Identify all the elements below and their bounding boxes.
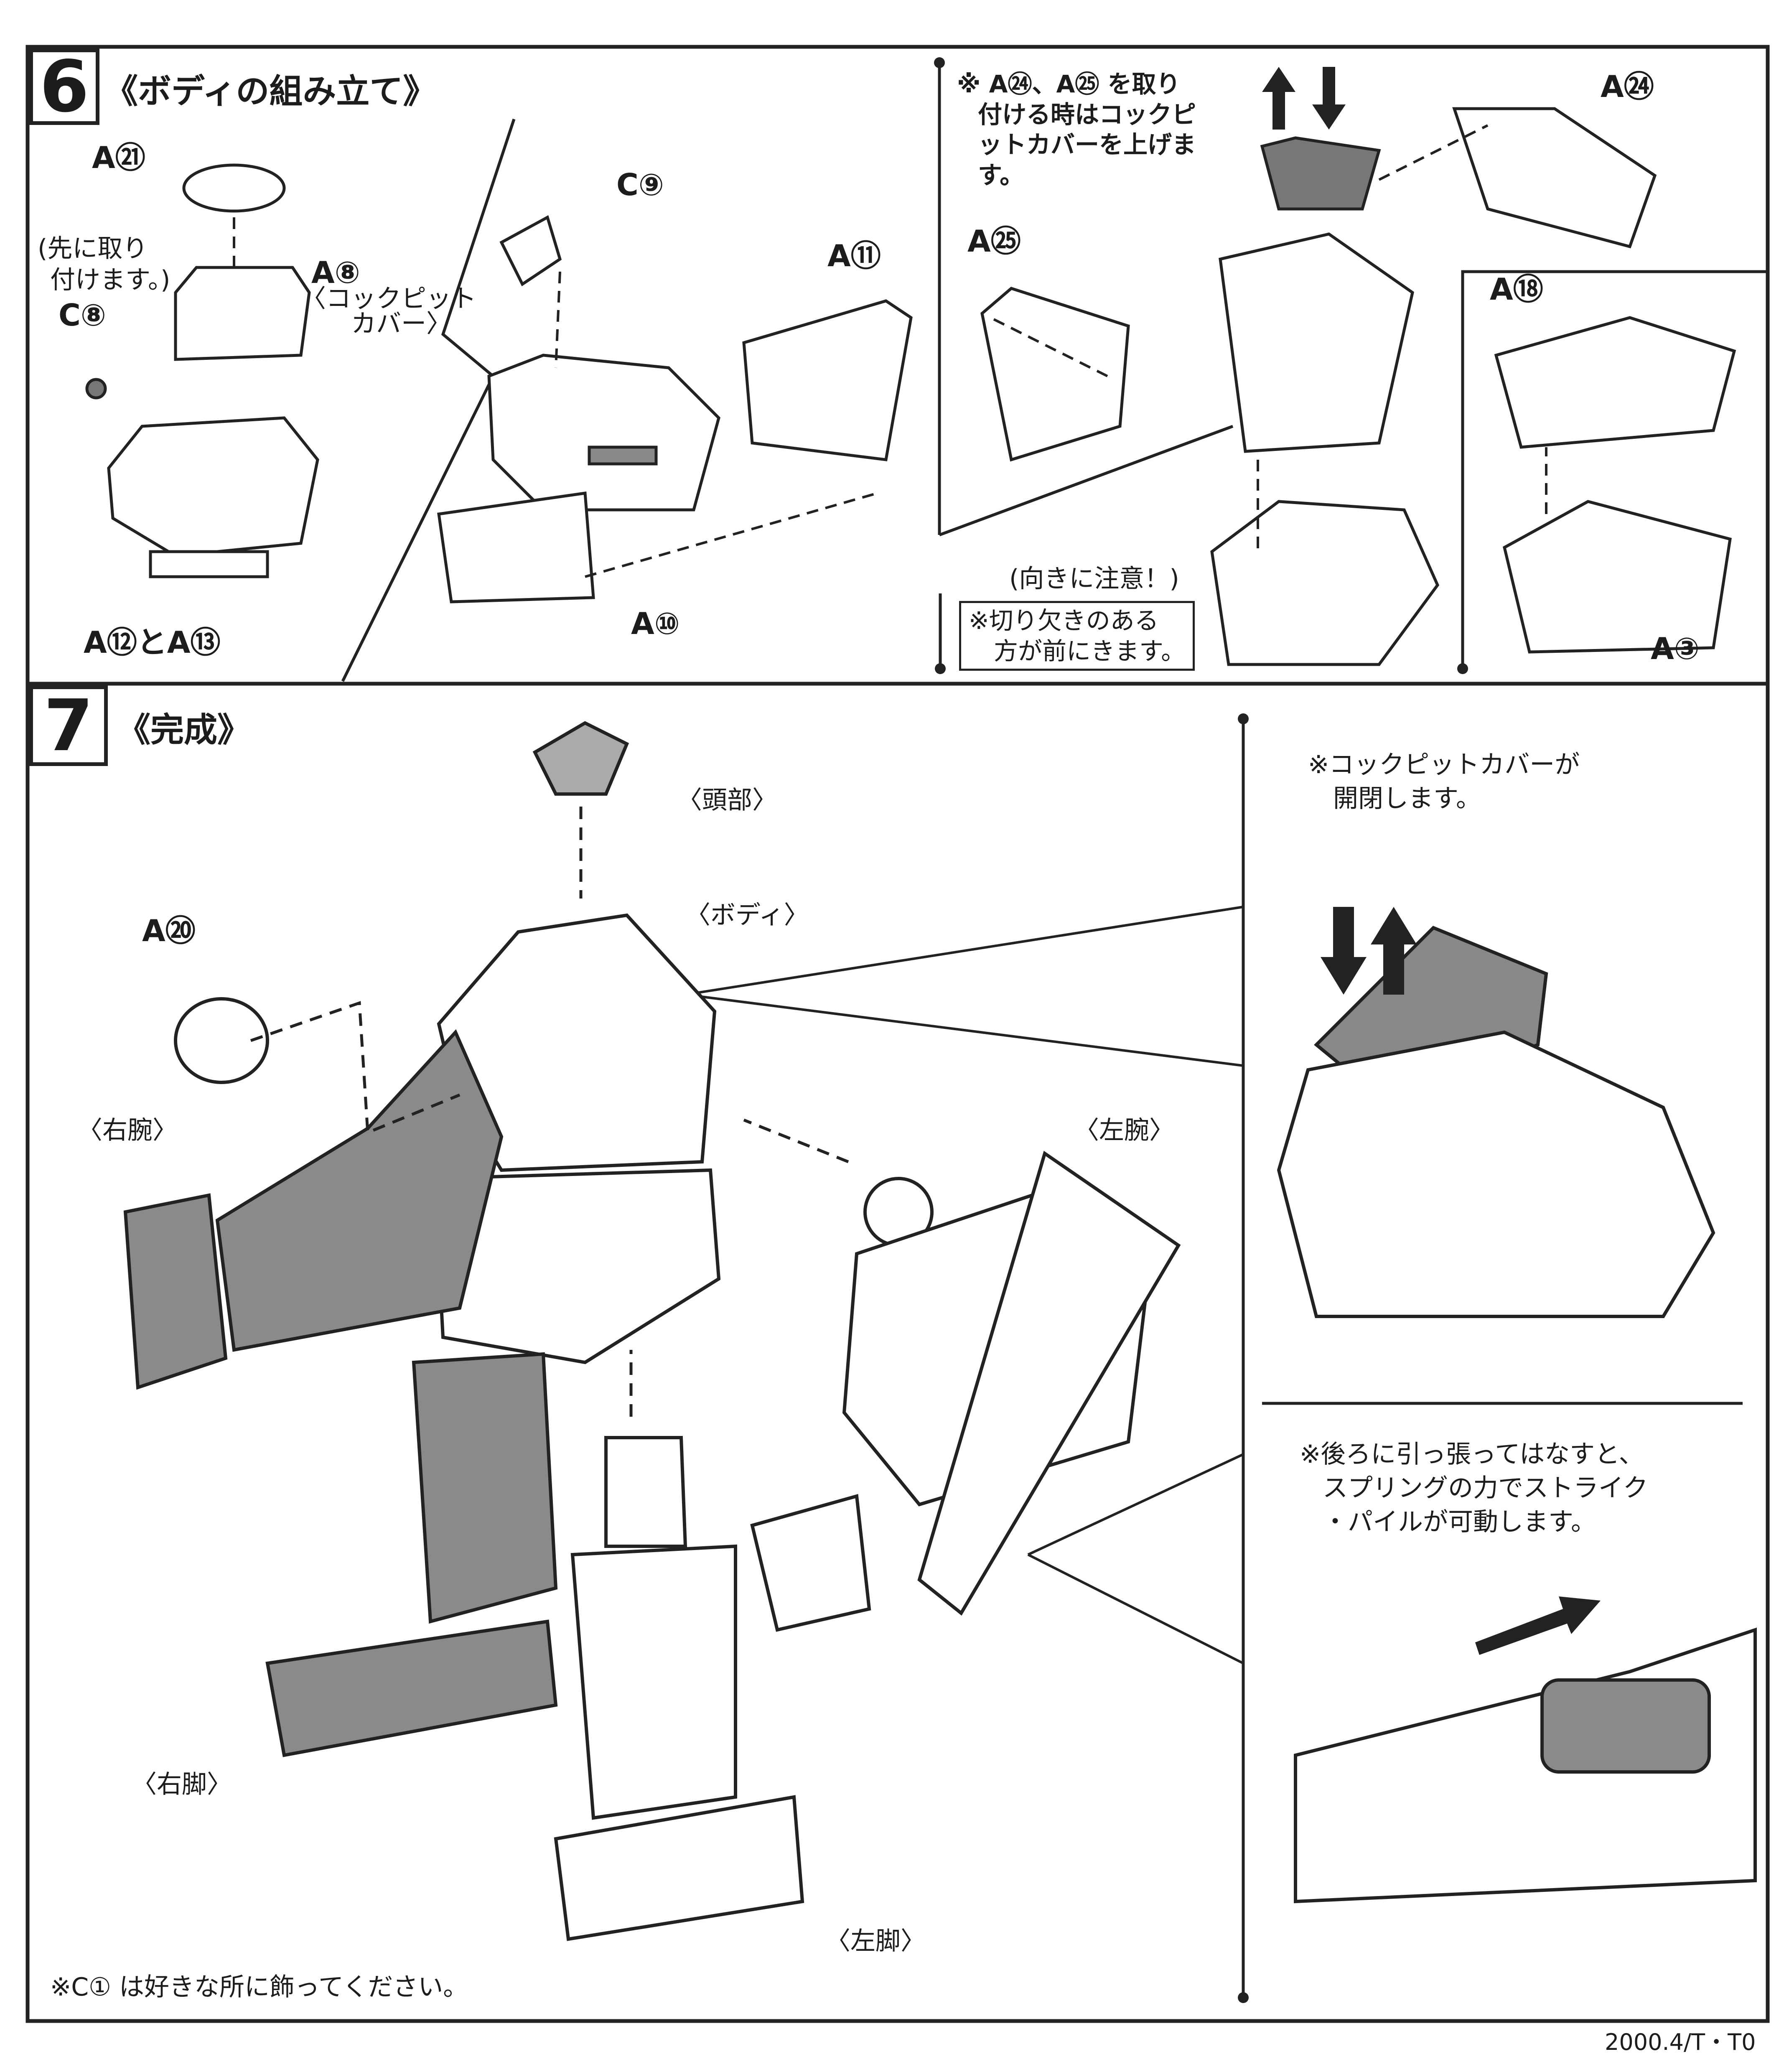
note-line: ※切り欠きのある	[969, 606, 1159, 635]
part-label-a8: A⑧	[311, 255, 360, 290]
part-label-a3: A③	[1651, 631, 1700, 666]
left-leg-label: 〈左脚〉	[825, 1927, 926, 1956]
cockpit-cover-label-2: カバー〉	[351, 309, 451, 339]
note-line: 付ける時はコックピ	[978, 100, 1196, 129]
a24-a25-note: ※ A㉔、A㉕ を取り 付ける時はコックピ ットカバーを上げま す。	[957, 69, 1196, 190]
note-line: 開閉します。	[1333, 784, 1481, 813]
outer-frame	[25, 45, 1770, 2023]
body-label: 〈ボディ〉	[685, 901, 809, 930]
step6-divider-line	[341, 118, 516, 682]
note-line: ットカバーを上げま	[978, 130, 1196, 159]
step6-body-parts	[85, 107, 1736, 666]
part-label-a20: A⑳	[142, 913, 196, 948]
subpanel-frame	[1461, 270, 1768, 669]
part-label-a18: A⑱	[1490, 272, 1543, 307]
note-line: ※後ろに引っ張ってはなすと、	[1300, 1440, 1644, 1469]
part-label-c8: C⑧	[59, 298, 106, 333]
cockpit-open-note: ※コックピットカバーが 開閉します。	[1308, 748, 1580, 816]
notch-note-box: ※切り欠きのある 方が前にきます。	[959, 601, 1195, 671]
part-label-a25: A㉕	[967, 224, 1021, 259]
step-6-title: 《ボディの組み立て》	[104, 72, 437, 111]
part-label-a11: A⑪	[827, 238, 881, 273]
attach-first-note-2: 付けます。)	[50, 265, 171, 295]
note-line: 方が前にきます。	[994, 636, 1186, 665]
head-label: 〈頭部〉	[677, 786, 777, 815]
step6-arrows	[1262, 67, 1346, 130]
note-line: ・パイルが可動します。	[1323, 1507, 1596, 1537]
note-line: す。	[978, 160, 1024, 189]
part-label-a24: A㉔	[1601, 69, 1654, 104]
print-code-footer: 2000.4/T・T0	[1605, 2029, 1756, 2055]
step-6-number: 6	[29, 48, 99, 125]
step-7-title: 《完成》	[117, 710, 251, 749]
cockpit-cover-label-1: 〈コックピット	[301, 284, 476, 313]
note-line: ※ A㉔、A㉕ を取り	[957, 70, 1181, 98]
part-label-a10: A⑩	[631, 606, 680, 641]
note-line: ※コックピットカバーが	[1308, 750, 1580, 779]
part-label-a21: A㉑	[92, 140, 145, 175]
note-line: スプリングの力でストライク	[1323, 1474, 1648, 1503]
orientation-caution: (向きに注意！)	[1009, 564, 1179, 593]
step7-arrows	[1321, 907, 1601, 1655]
left-arm-label: 〈左腕〉	[1074, 1116, 1174, 1145]
strike-pile-note: ※後ろに引っ張ってはなすと、 スプリングの力でストライク ・パイルが可動します。	[1300, 1438, 1648, 1539]
part-label-c9: C⑨	[616, 167, 664, 202]
right-arm-label: 〈右腕〉	[77, 1116, 178, 1145]
c1-decoration-note: ※C① は好きな所に飾ってください。	[50, 1973, 468, 2002]
assembled-robot	[123, 721, 1757, 1941]
attach-first-note-1: (先に取り	[38, 234, 148, 263]
part-label-a12-a13: A⑫とA⑬	[84, 625, 221, 660]
right-leg-label: 〈右脚〉	[132, 1770, 232, 1799]
step-7-number: 7	[29, 685, 108, 766]
